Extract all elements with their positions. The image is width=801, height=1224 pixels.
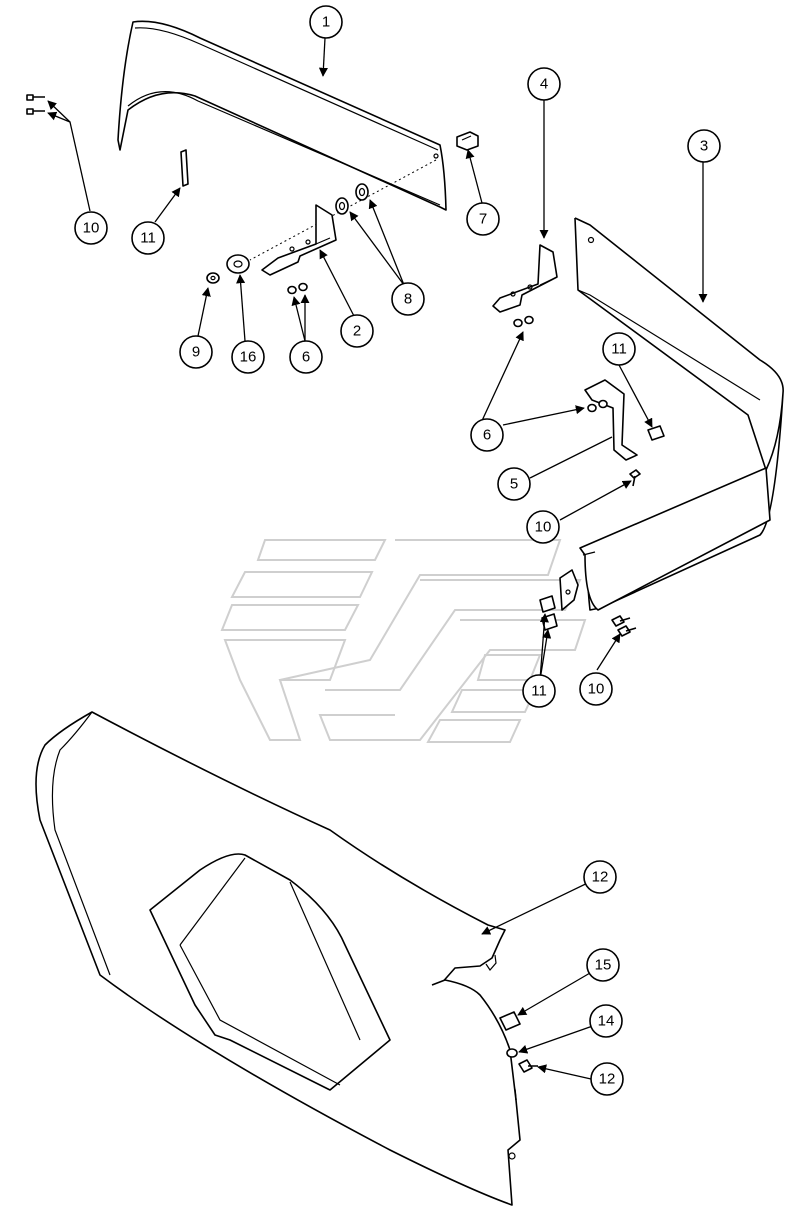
bolt-part-12 — [518, 1059, 538, 1073]
cover-part-12 — [35, 711, 521, 1206]
callout: 14 — [589, 1004, 623, 1038]
callout-label: 3 — [700, 138, 708, 155]
bolt-part-7 — [456, 131, 479, 151]
callout-label: 11 — [611, 341, 627, 358]
callout: 10 — [74, 211, 108, 245]
callout: 8 — [391, 282, 425, 316]
washer-part-14 — [506, 1048, 518, 1058]
nuts-part-6 — [287, 282, 308, 295]
callout-label: 11 — [140, 230, 156, 247]
callout-label: 2 — [353, 323, 361, 340]
nut-part-9 — [206, 272, 220, 284]
bracket-part-5 — [584, 379, 638, 461]
washers-part-8 — [335, 183, 369, 215]
callout-label: 7 — [479, 211, 487, 228]
callout: 12 — [583, 860, 617, 894]
callout-label: 8 — [404, 291, 412, 308]
fender-panel-part-1 — [117, 20, 447, 211]
screws-part-10 — [26, 94, 45, 115]
callout-label: 1 — [322, 14, 330, 31]
fender-extension-part-3 — [574, 217, 784, 611]
callout: 4 — [527, 67, 561, 101]
callout: 2 — [340, 314, 374, 348]
callout-label: 12 — [592, 869, 609, 886]
callout-label: 6 — [302, 349, 310, 366]
nuts-part-6-right — [513, 315, 534, 328]
bracket-part-2 — [261, 204, 337, 276]
callout: 3 — [687, 129, 721, 163]
callout-label: 14 — [598, 1013, 615, 1030]
callout: 1 — [309, 5, 343, 39]
callout: 7 — [466, 202, 500, 236]
screws-part-10-lower — [611, 615, 637, 637]
callout: 10 — [526, 510, 560, 544]
callout: 6 — [289, 340, 323, 374]
callout-label: 10 — [83, 220, 100, 237]
callout: 12 — [590, 1062, 624, 1096]
callout-label: 11 — [531, 683, 547, 700]
clip-part-11 — [180, 149, 189, 187]
callout: 11 — [602, 332, 636, 366]
callout: 16 — [231, 340, 265, 374]
callout-label: 6 — [483, 427, 491, 444]
clip-part-15 — [499, 1011, 521, 1031]
callout: 11 — [522, 674, 556, 708]
callout-label: 15 — [595, 957, 612, 974]
watermark-logo — [220, 539, 587, 743]
callout: 11 — [131, 221, 165, 255]
callout-label: 16 — [240, 349, 257, 366]
callout: 15 — [586, 948, 620, 982]
callout-label: 10 — [588, 681, 605, 698]
leader-lines — [47, 37, 708, 1080]
callout-label: 4 — [540, 76, 548, 93]
callout-label: 12 — [599, 1071, 616, 1088]
callout: 9 — [179, 335, 213, 369]
bracket-part-4 — [492, 244, 558, 313]
callout-label: 9 — [192, 344, 200, 361]
washer-part-16 — [226, 254, 250, 274]
callout-label: 5 — [510, 476, 518, 493]
callout-label: 10 — [535, 519, 552, 536]
callout: 5 — [497, 467, 531, 501]
clip-part-11-right — [647, 425, 665, 441]
callout: 6 — [470, 418, 504, 452]
callout: 10 — [579, 672, 613, 706]
screw-part-10-mid — [629, 469, 641, 487]
end-bracket — [539, 569, 579, 631]
